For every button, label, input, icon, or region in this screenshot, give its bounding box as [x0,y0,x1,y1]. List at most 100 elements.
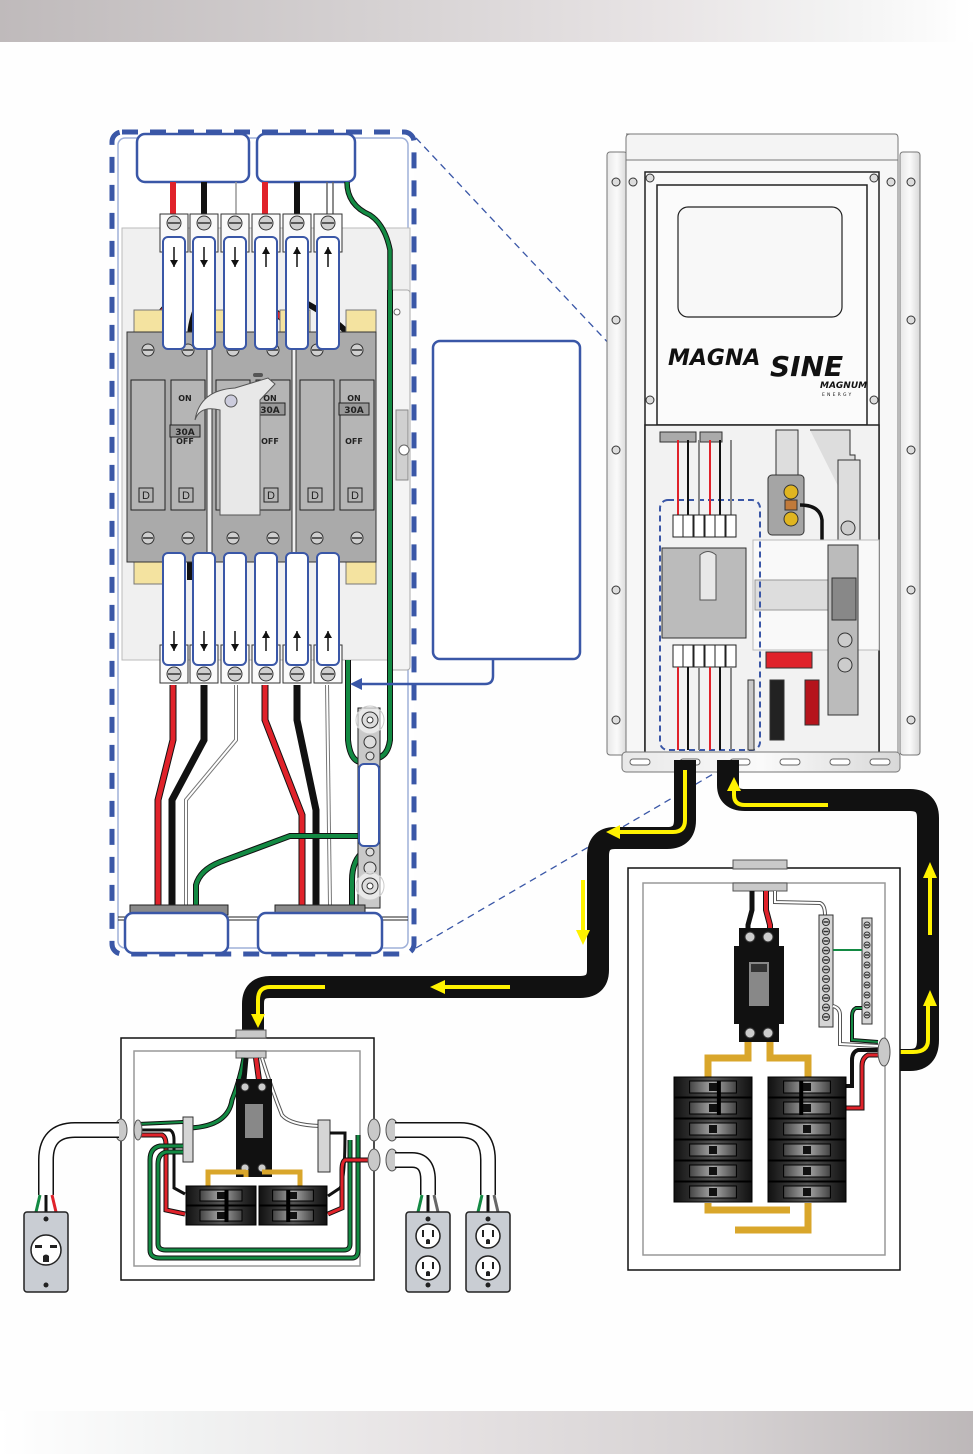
terminal-2 [189,213,219,350]
svg-text:D: D [351,490,359,502]
screw-icon [822,965,830,974]
mounting-screw-icon [906,177,916,187]
mounting-slot [629,758,651,766]
screw-icon [822,946,830,955]
branch-breaker-right-2 [258,1205,328,1226]
footer-band [0,1411,973,1454]
mounting-slot [779,758,801,766]
screw-icon [863,941,871,949]
screw-icon [822,1013,830,1021]
terminal-4 [251,552,281,684]
sub-panel-branch-breakers [185,1185,328,1226]
detail-top-terminals [159,213,343,350]
screw-icon [196,666,212,682]
branch-breaker-left-3 [673,1118,753,1140]
screw-icon [863,931,871,939]
mounting-screw-icon [906,315,916,325]
arrow-down-icon [170,644,178,651]
screw-icon [227,666,243,682]
arrow-up-icon [262,247,270,254]
screw-icon [141,531,155,545]
mounting-screw-icon [611,315,621,325]
breaker-toggle [709,1188,717,1196]
svg-text:D: D [311,490,319,502]
callout-box [431,339,582,661]
terminal-5 [282,213,312,350]
mounting-slot [829,758,851,766]
wire-tag [192,552,216,666]
mounting-screw-icon [611,445,621,455]
wire-tag [162,552,186,666]
svg-text:D: D [142,490,150,502]
screw-icon [863,991,871,999]
arrow-down-icon [231,644,239,651]
screw-icon [822,918,830,926]
inverter-mini-transfer [661,440,755,751]
detail-bottom-label-right [256,911,384,955]
breaker-toggle [709,1104,717,1112]
mounting-screw-icon [906,715,916,725]
mounting-screw-icon [611,715,621,725]
svg-text:D: D [182,490,190,502]
breaker-off-label: OFF [261,437,279,446]
mounting-screw-icon [906,585,916,595]
outlet-30a-receptacle [23,1194,69,1293]
screw-icon [258,666,274,682]
breaker-rating: 30A [260,406,280,416]
cover-screw-icon [485,1282,491,1288]
handle-tie [224,1190,291,1222]
screw-icon [822,937,830,945]
screw-icon [141,343,155,357]
arrow-up-icon [262,631,270,638]
wire-tag [285,236,309,350]
mounting-screw-icon [611,585,621,595]
breaker-toggle [803,1083,811,1091]
branch-breaker-right-2 [767,1097,847,1119]
svg-text:D: D [267,490,275,502]
screw-icon [863,961,871,969]
arrow-down-icon [170,260,178,267]
detail-top-label-left [135,132,251,184]
wire-tag [223,552,247,666]
main-panel-branch-breakers [673,1076,847,1203]
mounting-screw-icon [645,395,655,405]
breaker-toggle [709,1146,717,1154]
branch-breaker-right-1 [767,1076,847,1098]
arrow-down-icon [200,644,208,651]
mounting-screw-icon [645,173,655,183]
mounting-screw-icon [628,177,638,187]
wire-tag [316,552,340,666]
wire-tag [192,236,216,350]
cover-screw-icon [485,1216,491,1222]
detail-breakers: DDON30AOFFDDON30AOFFDDON30AOFF [126,331,377,563]
breaker-toggle [709,1083,717,1091]
screw-icon [320,215,336,231]
wire-tag [254,552,278,666]
header-band [0,0,973,42]
outlet-conduits [38,1122,496,1195]
logo-brand-part2: SINE [770,350,843,383]
branch-breaker-left-1 [185,1185,257,1206]
screw-icon [863,1001,871,1009]
breaker-on-label: ON [347,394,361,403]
mounting-screw-icon [906,445,916,455]
handle-tie [716,1081,804,1115]
branch-breaker-left-5 [673,1160,753,1182]
cover-screw-icon [43,1216,49,1222]
arrow-down-icon [200,260,208,267]
terminal-1 [159,213,189,350]
branch-breaker-right-6 [767,1181,847,1203]
breaker-toggle [217,1192,225,1199]
breaker-toggle [803,1146,811,1154]
screw-icon [258,215,274,231]
logo-brand-part1: MAGNA [668,346,760,371]
mounting-screw-icon [869,395,879,405]
breaker-off-label: OFF [345,437,363,446]
breaker-toggle [803,1125,811,1133]
screw-icon [822,1003,830,1012]
screw-icon [289,666,305,682]
arrow-up-icon [324,631,332,638]
